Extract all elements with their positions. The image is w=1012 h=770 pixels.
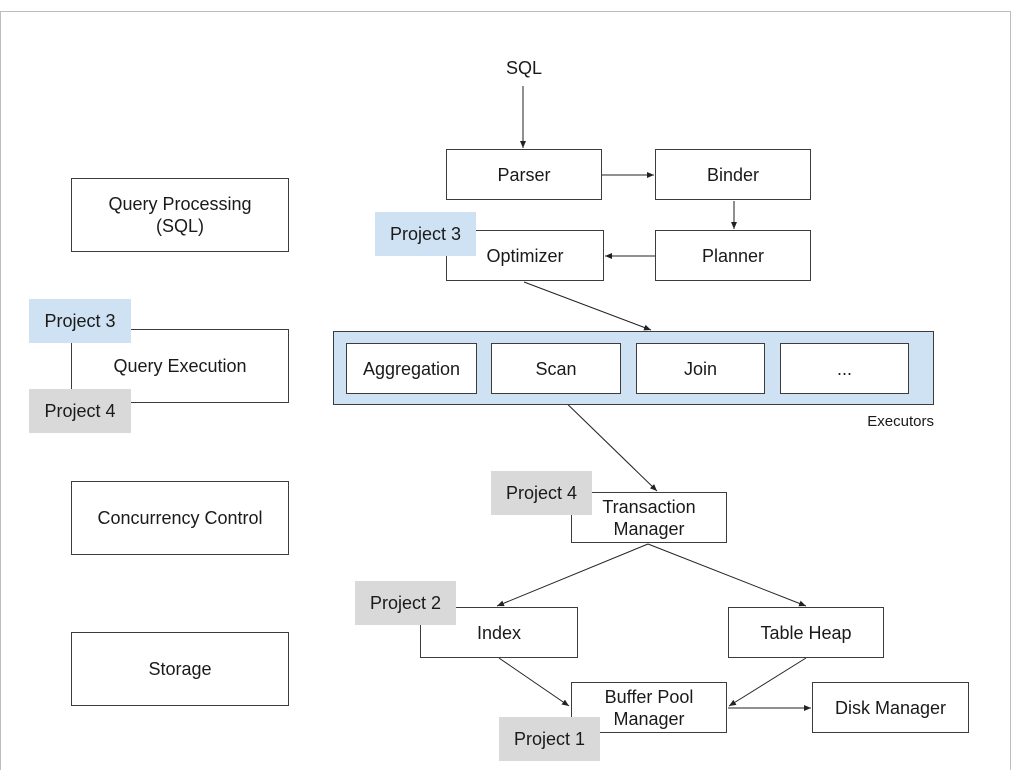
- tag-buffer-pool-project-1: Project 1: [499, 717, 600, 761]
- executor-scan: Scan: [491, 343, 621, 394]
- transaction-manager-box: Transaction Manager: [571, 492, 727, 543]
- tag-query-execution-project-3: Project 3: [29, 299, 131, 343]
- parser-box: Parser: [446, 149, 602, 200]
- executor-aggregation: Aggregation: [346, 343, 477, 394]
- sql-input-label: SQL: [505, 58, 543, 78]
- layer-storage: Storage: [71, 632, 289, 706]
- table-heap-box: Table Heap: [728, 607, 884, 658]
- disk-manager-box: Disk Manager: [812, 682, 969, 733]
- binder-box: Binder: [655, 149, 811, 200]
- executor-more: ...: [780, 343, 909, 394]
- executor-join: Join: [636, 343, 765, 394]
- planner-box: Planner: [655, 230, 811, 281]
- tag-optimizer-project-3: Project 3: [375, 212, 476, 256]
- layer-query-processing: Query Processing (SQL): [71, 178, 289, 252]
- tag-transaction-manager-project-4: Project 4: [491, 471, 592, 515]
- tag-index-project-2: Project 2: [355, 581, 456, 625]
- slide-frame: [0, 11, 1011, 770]
- layer-concurrency-control: Concurrency Control: [71, 481, 289, 555]
- executors-label: Executors: [867, 413, 934, 430]
- tag-query-execution-project-4: Project 4: [29, 389, 131, 433]
